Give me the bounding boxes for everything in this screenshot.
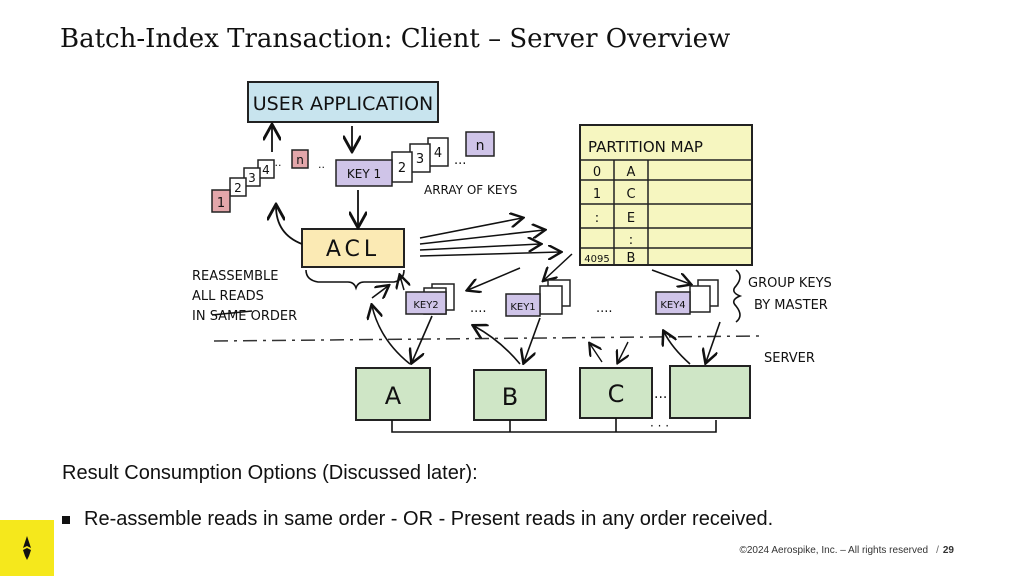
group-keys-line-2: BY MASTER <box>754 298 828 313</box>
copyright-text: ©2024 Aerospike, Inc. – All rights reser… <box>739 545 929 556</box>
key-array: n ... 4 3 2 KEY 1 <box>335 131 495 187</box>
footer-separator: / <box>936 545 939 556</box>
page-number: 29 <box>942 545 954 556</box>
user-application-label: USER APPLICATION <box>253 93 433 115</box>
result-card-n <box>291 149 309 169</box>
server-node-c: C <box>579 367 653 419</box>
key-group-key1-label: KEY1 <box>510 302 535 313</box>
server-label: SERVER <box>764 351 815 366</box>
server-boundary-line <box>213 335 761 342</box>
user-application-box: USER APPLICATION <box>247 81 439 123</box>
slide-footer: ©2024 Aerospike, Inc. – All rights reser… <box>740 545 955 556</box>
reassemble-line-1: REASSEMBLE <box>192 269 278 284</box>
result-card-3 <box>243 167 261 187</box>
arrow-node-4-up <box>664 332 691 365</box>
result-card-1-label: 1 <box>217 196 225 211</box>
server-node-b-label: B <box>502 383 518 411</box>
result-consumption-heading: Result Consumption Options (Discussed la… <box>62 462 478 484</box>
pm-row-4-node: B <box>627 251 636 266</box>
reassemble-brace <box>305 269 405 291</box>
result-card-2 <box>229 177 247 197</box>
key-card-n <box>465 131 495 157</box>
arrow-key1-to-node-b <box>524 317 541 362</box>
server-node-a: A <box>355 367 431 421</box>
reassemble-strike <box>211 310 253 316</box>
pm-row-1-partition: 1 <box>593 187 601 202</box>
pm-row-3-node: : <box>629 233 633 248</box>
result-array: n .. .. 4 3 2 1 <box>211 149 325 213</box>
acl-label: ACL <box>326 237 380 262</box>
server-node-4 <box>669 365 751 419</box>
server-node-a-label: A <box>385 382 402 410</box>
arrow-to-reassemble-1 <box>371 286 388 298</box>
pm-row-0-partition: 0 <box>593 165 601 180</box>
partition-map: PARTITION MAP 0 A 1 C : E : 4095 B <box>579 124 753 266</box>
key-card-3-label: 3 <box>416 152 424 167</box>
acl-fanout-arrows <box>419 218 560 256</box>
result-card-1 <box>211 189 231 213</box>
aerospike-logo <box>0 520 54 576</box>
group-dots-2: .... <box>596 301 613 316</box>
arrow-to-node-c <box>618 341 628 362</box>
key-group-key4-label: KEY4 <box>660 300 685 311</box>
bullet-text: Re-assemble reads in same order - OR - P… <box>84 508 774 530</box>
reassemble-line-2: ALL READS <box>192 289 264 304</box>
pm-row-4-partition: 4095 <box>584 254 609 265</box>
arrow-acl-to-results <box>276 206 303 245</box>
arrow-node-c-up <box>590 344 603 363</box>
arrow-key2-to-node-a <box>412 315 433 362</box>
arrow-key4-to-node-4 <box>706 321 721 362</box>
group-dots-1: .... <box>470 301 487 316</box>
arrow-node-a-up <box>372 306 411 365</box>
key-array-ellipsis: ... <box>454 153 466 168</box>
result-card-3-label: 3 <box>248 171 256 185</box>
result-card-4-label: 4 <box>262 163 270 177</box>
key-group-key4: KEY4 <box>655 279 719 315</box>
slide-title: Batch-Index Transaction: Client – Server… <box>60 24 731 54</box>
key-card-2-label: 2 <box>398 161 406 176</box>
result-card-n-label: n <box>296 153 304 167</box>
result-card-2-label: 2 <box>234 181 242 195</box>
key-card-4-label: 4 <box>434 146 442 161</box>
result-option-bullet: Re-assemble reads in same order - OR - P… <box>62 508 773 531</box>
arrow-pm-to-key1 <box>544 253 573 280</box>
rocket-icon <box>23 536 31 560</box>
arrow-pm-to-key2 <box>468 267 521 290</box>
reassemble-line-3: IN SAME ORDER <box>192 309 297 324</box>
result-trail: .. <box>318 158 325 171</box>
partition-map-rect <box>579 124 753 266</box>
pm-row-0-node: A <box>627 165 636 180</box>
user-application-rect <box>247 81 439 123</box>
group-keys-line-1: GROUP KEYS <box>748 276 832 291</box>
group-keys-brace <box>732 269 743 323</box>
pm-row-1-node: C <box>626 187 635 202</box>
key-card-1-label: KEY 1 <box>347 167 381 181</box>
key-group-key1: KEY1 <box>505 279 571 317</box>
partition-map-title: PARTITION MAP <box>588 138 703 156</box>
array-of-keys-label: ARRAY OF KEYS <box>424 183 517 197</box>
bullet-marker <box>62 515 70 524</box>
key-group-key2: KEY2 <box>405 283 455 315</box>
server-node-b: B <box>473 369 547 421</box>
acl-rect <box>301 228 405 268</box>
arrow-to-reassemble-2 <box>400 276 404 291</box>
pm-row-2-node: E <box>627 211 635 226</box>
server-interconnect: · · · <box>391 418 717 433</box>
bus-ellipsis: · · · <box>650 419 669 433</box>
pm-row-2-partition: : <box>595 211 599 226</box>
result-ellipsis: .. <box>275 156 282 169</box>
server-node-c-label: C <box>608 380 625 408</box>
arrow-node-b-up <box>474 326 521 365</box>
arrow-pm-to-key4 <box>651 269 690 284</box>
node-ellipsis: ... <box>654 386 667 402</box>
key-card-1 <box>335 159 393 187</box>
acl-box: ACL <box>301 228 405 268</box>
key-group-key2-label: KEY2 <box>413 300 438 311</box>
key-card-n-label: n <box>476 138 485 154</box>
